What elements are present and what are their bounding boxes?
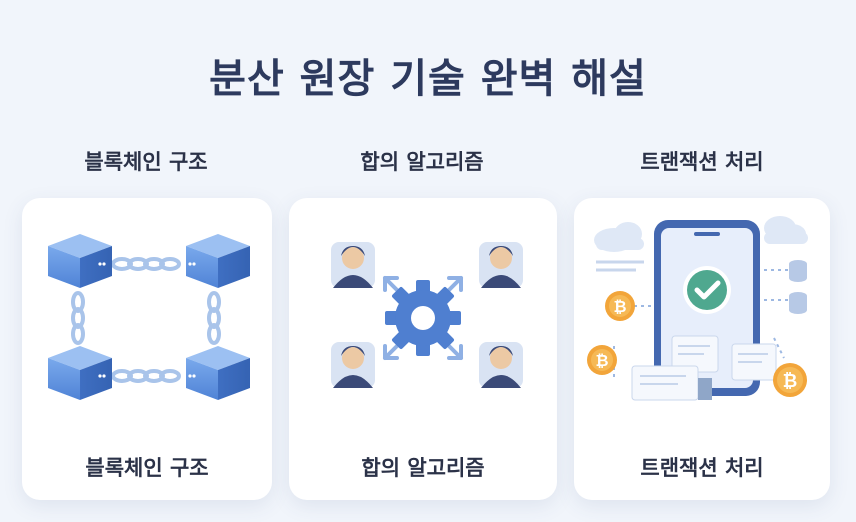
card-consensus-algorithm: 합의 알고리즘 (289, 198, 557, 500)
coin-symbol: ₿ (783, 371, 798, 392)
card-transaction-processing: ₿ ₿ ₿ 트랜잭션 처리 (574, 198, 830, 500)
coin-symbol: ₿ (613, 297, 626, 316)
coin-symbol: ₿ (595, 351, 608, 370)
heading-consensus-algorithm: 합의 알고리즘 (360, 150, 484, 174)
consensus-gear-icon (331, 242, 523, 388)
card-blockchain-structure: 블록체인 구조 (22, 198, 272, 500)
caption-transaction-processing: 트랜잭션 처리 (640, 456, 764, 480)
heading-blockchain-structure: 블록체인 구조 (84, 150, 208, 174)
bitcoin-coin-icon: ₿ ₿ ₿ (587, 291, 807, 397)
blockchain-blocks-icon (48, 234, 250, 400)
page-title: 분산 원장 기술 완벽 해설 (209, 56, 647, 102)
transaction-phone-icon: ₿ ₿ ₿ (587, 216, 808, 401)
caption-consensus-algorithm: 합의 알고리즘 (361, 456, 485, 480)
caption-blockchain-structure: 블록체인 구조 (85, 456, 209, 480)
heading-transaction-processing: 트랜잭션 처리 (640, 150, 764, 174)
